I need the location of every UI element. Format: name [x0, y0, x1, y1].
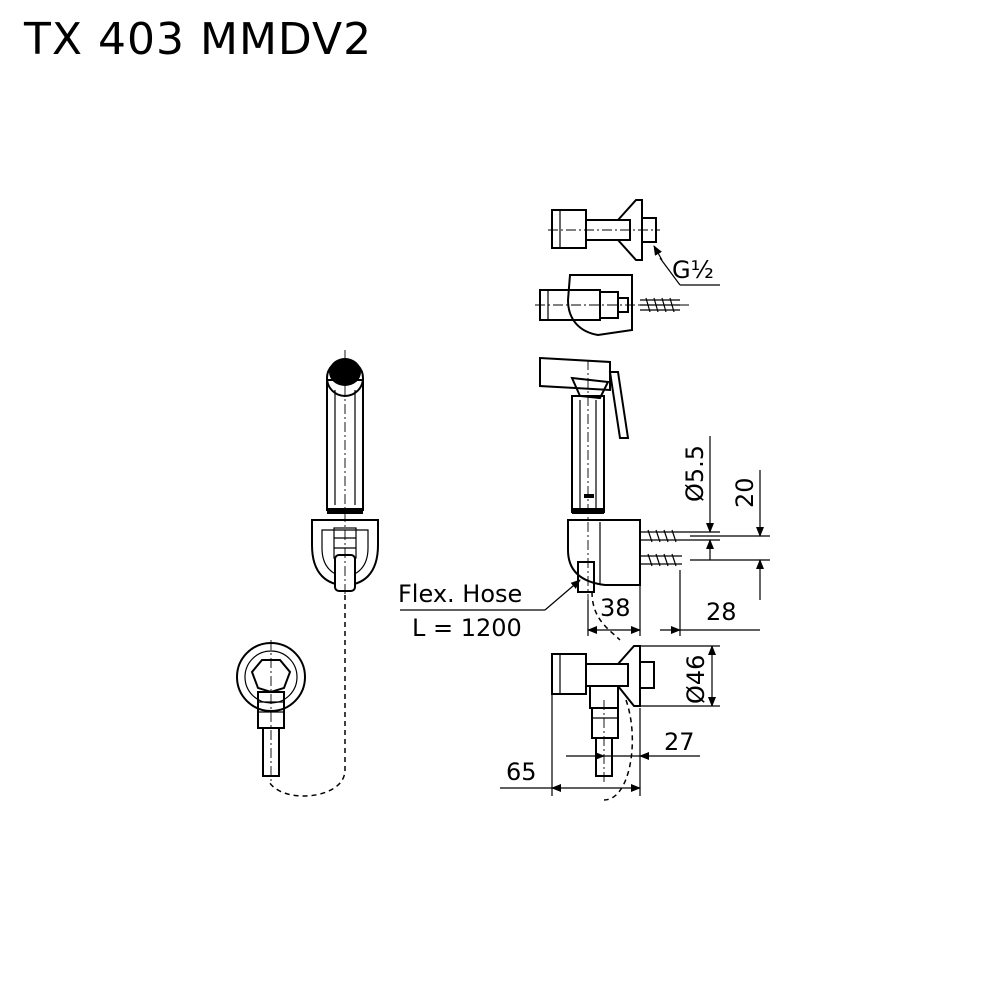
side-view-hand-shower [539, 356, 682, 600]
dimension-depth: 38 28 [587, 570, 760, 636]
wall-elbow-front-view [236, 640, 306, 785]
thread-callout: G½ [653, 245, 720, 286]
dimension-overall-depth: 65 [500, 694, 641, 796]
flexible-hose-path [267, 595, 346, 797]
dimension-flange-diameter: Ø46 [640, 645, 720, 707]
dimension-screw-spacing: 20 [690, 470, 770, 600]
page-title: TX 403 MMDV2 [24, 14, 373, 65]
depth-38-label: 38 [600, 594, 631, 622]
screw-spacing-label: 20 [731, 477, 759, 508]
outlet-offset-label: 27 [664, 728, 695, 756]
dimension-hole-diameter: Ø5.5 [681, 436, 720, 560]
side-view-holder-bracket [535, 274, 690, 337]
hose-label: Flex. Hose [398, 580, 522, 608]
flange-diameter-label: Ø46 [682, 655, 710, 704]
thread-label: G½ [672, 256, 714, 284]
overall-depth-label: 65 [506, 758, 537, 786]
shower-lever [608, 371, 630, 439]
hose-length-label: L = 1200 [412, 614, 522, 642]
hole-diameter-label: Ø5.5 [681, 445, 709, 502]
shower-head-side [539, 356, 611, 392]
flex-hose-callout: Flex. Hose L = 1200 [398, 579, 621, 642]
dimension-outlet-offset: 27 [566, 708, 700, 796]
depth-28-label: 28 [706, 598, 737, 626]
side-view-wall-elbow [551, 645, 655, 801]
holder-side [567, 519, 641, 586]
front-view-hand-shower [267, 350, 379, 797]
side-view-elbow-fitting [548, 199, 660, 261]
